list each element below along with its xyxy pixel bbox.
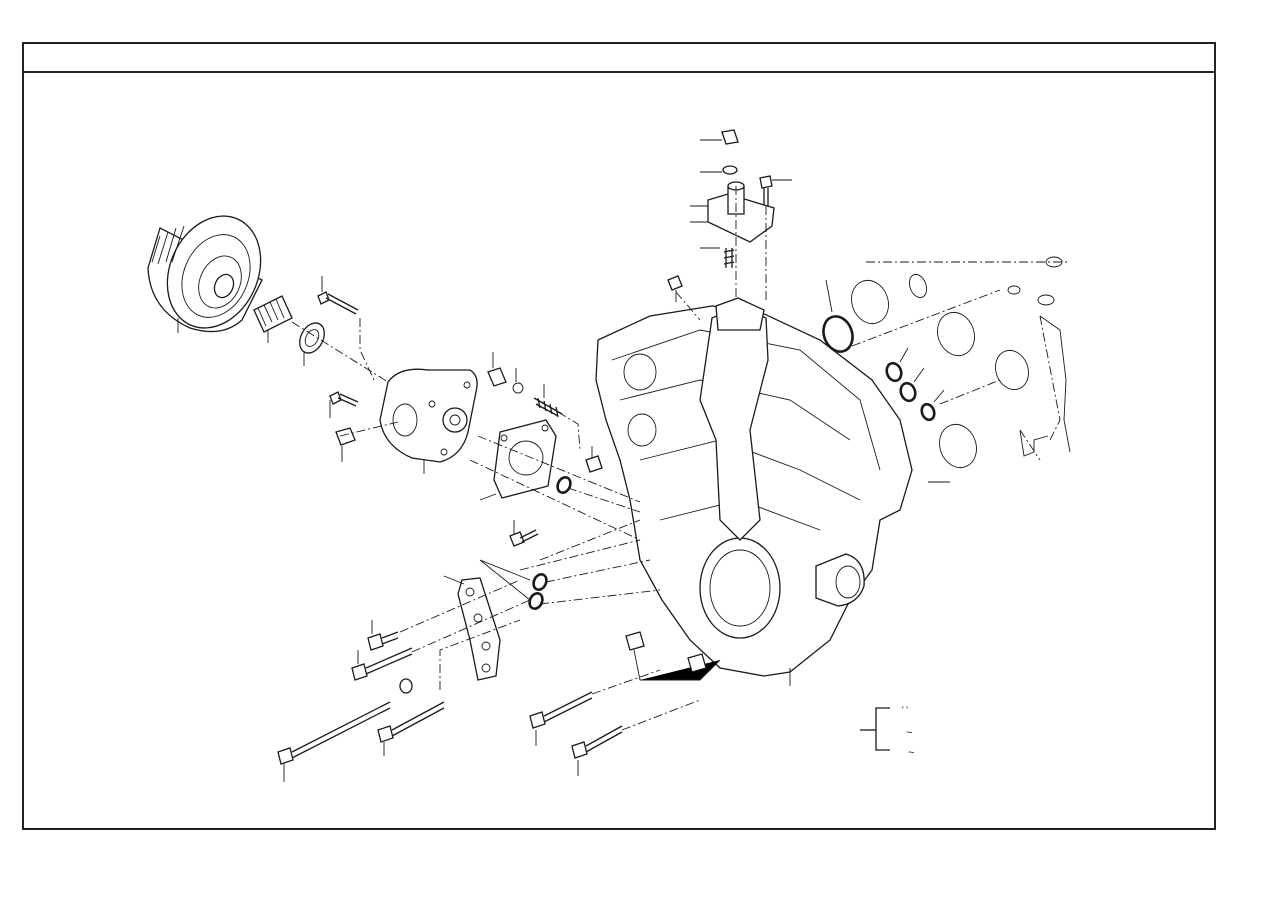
bypass-valve-parts xyxy=(487,352,563,418)
bracket-bolts xyxy=(277,620,623,782)
bolt-center-left xyxy=(509,520,539,547)
title-bar xyxy=(24,44,1214,73)
o-rings-right xyxy=(822,279,945,422)
filter-head-gasket xyxy=(479,419,557,501)
bolt-upper-left xyxy=(317,276,359,315)
legend-mark-2: ~ xyxy=(906,727,912,739)
plug-left xyxy=(335,427,356,462)
legend-mark-3: ~ xyxy=(908,747,914,759)
drawing-frame xyxy=(22,42,1216,830)
filter-head-housing xyxy=(379,368,478,474)
filter-nipple xyxy=(253,295,293,343)
legend-bracket xyxy=(860,707,890,751)
mounting-bracket xyxy=(443,575,501,681)
timing-cover xyxy=(595,297,950,686)
cover-plugs xyxy=(625,631,707,673)
top-flange-assembly xyxy=(667,129,792,302)
oil-filter xyxy=(147,215,263,333)
filter-washer xyxy=(299,322,325,366)
legend-mark-1: ' ' xyxy=(902,705,908,715)
bolt-mid-left xyxy=(329,391,359,418)
alignment-lines xyxy=(291,186,1001,731)
engine-block-outline xyxy=(851,256,1071,469)
